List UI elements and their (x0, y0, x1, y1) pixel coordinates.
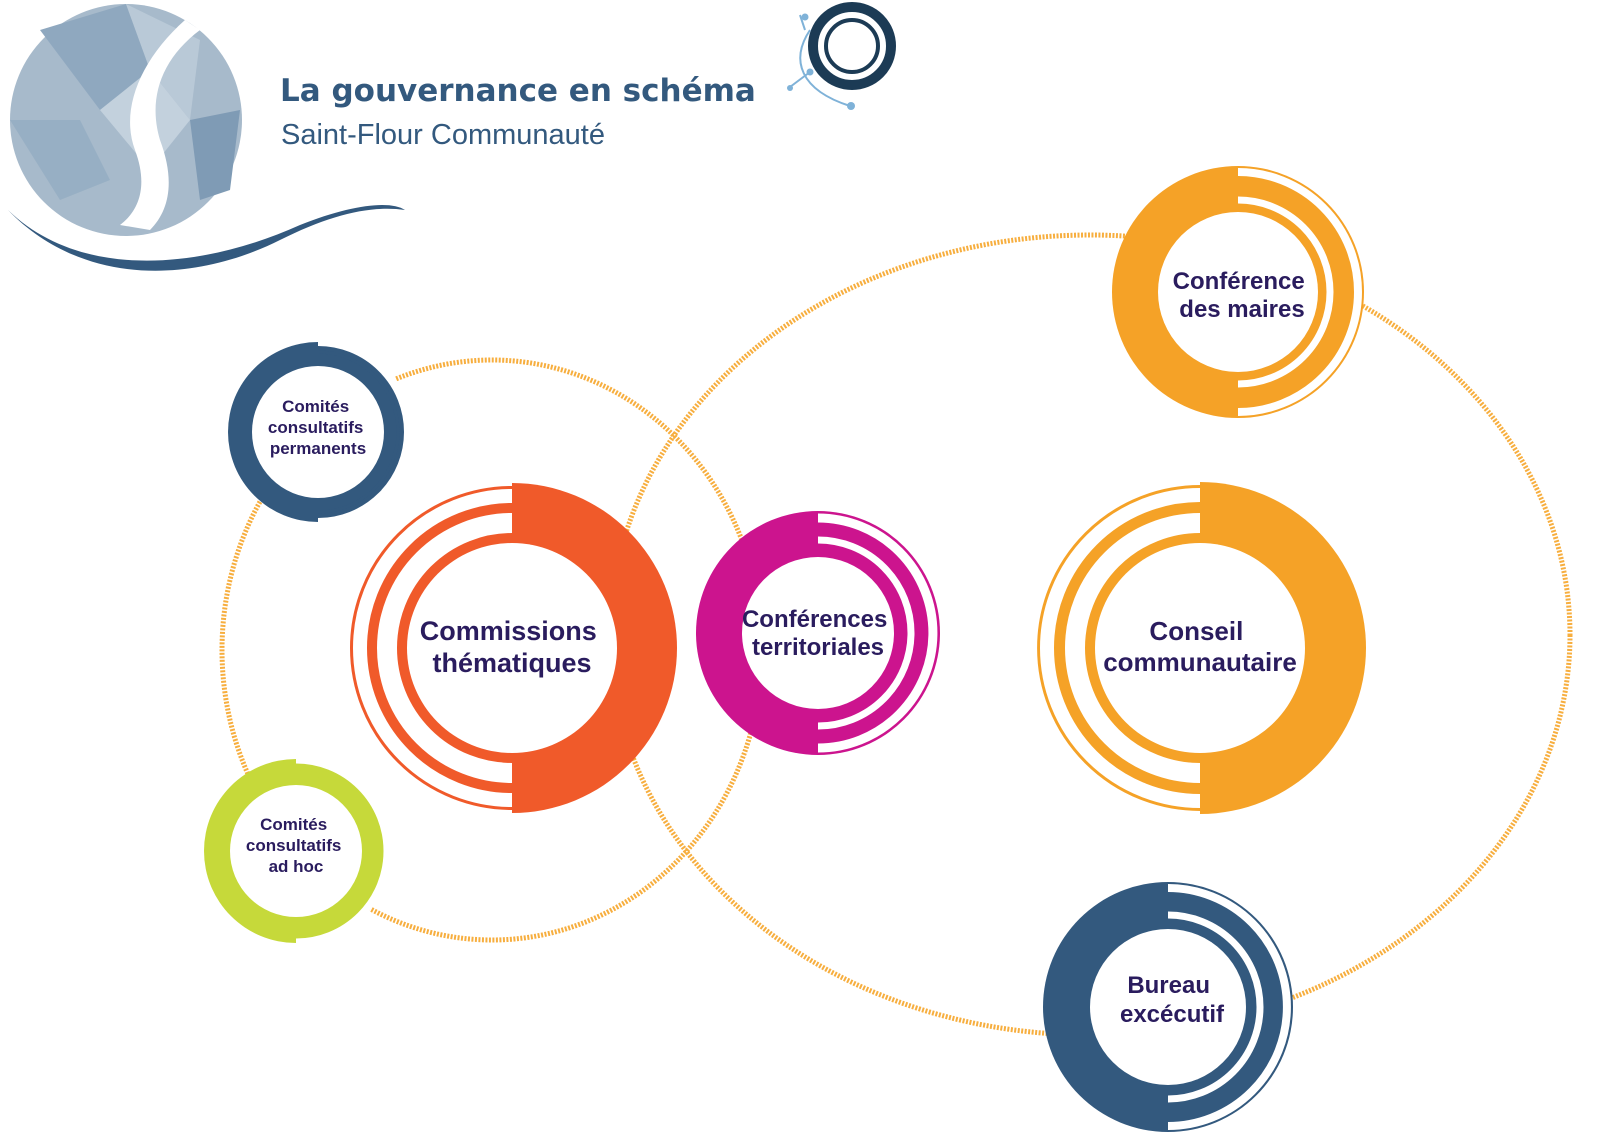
commissions-line1: Commissions (420, 616, 597, 646)
conseil-line1: Conseil (1149, 616, 1243, 646)
conseil-line2: communautaire (1103, 647, 1297, 677)
svg-text:Commissions thématiques: Commissions thématiques (420, 616, 605, 678)
node-commissions-thematiques: Commissions thématiques (344, 480, 677, 816)
comites-adhoc-line2: consultatifs (246, 836, 341, 855)
saint-flour-logo-icon (8, 4, 405, 271)
conferences-line2: territoriales (752, 634, 884, 661)
svg-text:Conférences territoriale: Conférences territoriales (742, 606, 894, 661)
ring-network-icon (787, 2, 896, 110)
svg-text:Comités consultatifs: Comités consultatifs permanents (268, 397, 368, 458)
conferences-line1: Conférences (742, 606, 887, 633)
bureau-line1: Bureau (1127, 972, 1210, 999)
node-comites-adhoc: Comités consultatifs ad hoc (204, 756, 391, 946)
svg-text:Bureau excécutif: Bureau excécutif (1120, 972, 1225, 1028)
commissions-line2: thématiques (432, 648, 591, 678)
comites-permanents-line3: permanents (270, 439, 366, 458)
page-title: La gouvernance en schéma (280, 73, 756, 109)
conference-maires-line2: des maires (1179, 296, 1304, 323)
right-ellipse (607, 232, 1573, 1038)
node-conseil-communautaire: Conseil communautaire (1031, 479, 1366, 817)
comites-adhoc-line1: Comités (260, 815, 327, 834)
comites-adhoc-line3: ad hoc (269, 857, 324, 876)
comites-permanents-line1: Comités (282, 397, 349, 416)
svg-text:Conseil communautaire: Conseil communautaire (1103, 616, 1297, 677)
node-bureau-executif: Bureau excécutif (1043, 882, 1293, 1132)
conference-maires-line1: Conférence (1173, 268, 1305, 295)
svg-text:Comités consultatifs: Comités consultatifs ad hoc (246, 815, 346, 876)
comites-permanents-line2: consultatifs (268, 418, 363, 437)
bureau-line2: excécutif (1120, 1001, 1225, 1028)
node-conference-maires: Conférence des maires (1112, 166, 1364, 418)
page-subtitle: Saint-Flour Communauté (281, 119, 605, 151)
node-conferences-territoriales: Conférences territoriales (696, 511, 940, 755)
node-comites-permanents: Comités consultatifs permanents (228, 338, 412, 526)
svg-text:Conférence des maires: Conférence des maires (1173, 268, 1312, 323)
